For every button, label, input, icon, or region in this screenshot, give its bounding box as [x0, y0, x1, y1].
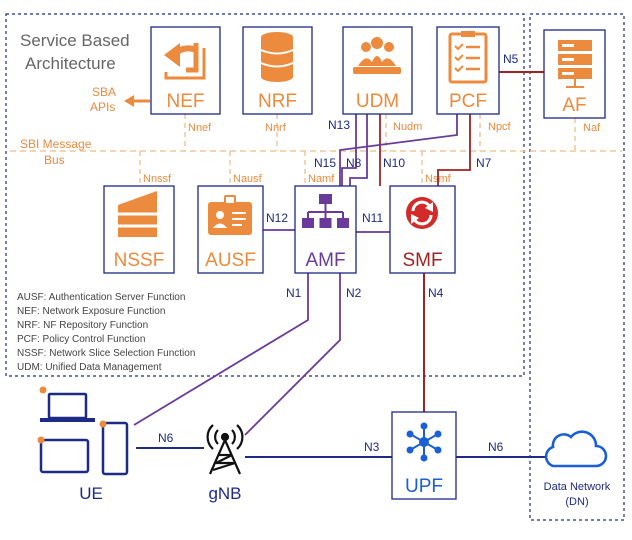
- server-icon: [558, 40, 592, 88]
- n13-label: N13: [328, 118, 350, 132]
- naf-label: Naf: [583, 122, 601, 134]
- sync-icon: [406, 197, 438, 229]
- ausf-label: AUSF: [205, 250, 256, 271]
- laptop-icon: [39, 386, 95, 422]
- smf-label: SMF: [402, 250, 442, 271]
- n3-label: N3: [364, 440, 380, 454]
- n5-label: N5: [503, 52, 519, 66]
- nef-label: NEF: [167, 91, 205, 112]
- nnrf-label: Nnrf: [265, 122, 287, 134]
- n2-label: N2: [346, 286, 362, 300]
- sbi-bus-label-line1: SBI Message: [20, 137, 92, 151]
- sba-title-line1: Service Based: [20, 31, 130, 50]
- legend: AUSF: Authentication Server Function NEF…: [17, 292, 195, 373]
- ausf-node[interactable]: AUSF: [197, 185, 264, 274]
- upf-label: UPF: [405, 476, 443, 497]
- amf-node[interactable]: AMF: [294, 185, 357, 274]
- nef-node[interactable]: NEF: [150, 26, 221, 115]
- legend-item: NRF: NF Repository Function: [17, 320, 148, 331]
- namf-label: Namf: [308, 173, 335, 185]
- gnb-label: gNB: [208, 484, 241, 503]
- sba-title-line2: Architecture: [25, 54, 116, 73]
- sba-apis-label-line1: SBA: [92, 85, 116, 99]
- udm-node[interactable]: UDM: [342, 26, 413, 115]
- legend-item: UDM: Unified Data Management: [17, 362, 162, 373]
- npcf-label: Npcf: [488, 121, 512, 133]
- sbi-bus-label-line2: Bus: [44, 153, 65, 167]
- n7-label: N7: [476, 156, 492, 170]
- smartphone-icon: [99, 420, 129, 476]
- n8-label: N8: [346, 156, 362, 170]
- sba-apis-label-line2: APIs: [90, 100, 115, 114]
- nrf-label: NRF: [258, 91, 297, 112]
- amf-label: AMF: [305, 250, 345, 271]
- n7-line: [437, 114, 471, 186]
- cloud-icon: [544, 430, 608, 468]
- pcf-label: PCF: [449, 91, 487, 112]
- udm-label: UDM: [356, 91, 399, 112]
- gnb-node[interactable]: gNB: [206, 424, 244, 503]
- n15-line: [339, 114, 458, 188]
- smf-node[interactable]: SMF: [389, 185, 456, 274]
- sba-boundary: [5, 13, 525, 377]
- nnef-label: Nnef: [188, 122, 212, 134]
- id-badge-icon: [208, 195, 252, 235]
- checklist-icon: [448, 31, 488, 84]
- legend-item: PCF: Policy Control Function: [17, 334, 145, 345]
- n10-label: N10: [383, 156, 405, 170]
- n2-line: [244, 272, 341, 436]
- cell-tower-icon: [206, 424, 244, 475]
- n12-label: N12: [266, 211, 288, 225]
- nausf-label: Nausf: [233, 173, 263, 185]
- hierarchy-icon: [302, 194, 349, 228]
- legend-item: NEF: Network Exposure Function: [17, 306, 165, 317]
- n6-dn-label: N6: [488, 440, 504, 454]
- n13-line: [341, 114, 357, 188]
- n6-ue-label: N6: [158, 431, 174, 445]
- sba-apis-arrowhead: [124, 95, 134, 107]
- nssf-node[interactable]: NSSF: [103, 185, 175, 274]
- upf-node[interactable]: UPF: [391, 411, 457, 500]
- tablet-icon: [37, 436, 90, 474]
- n1-label: N1: [286, 286, 302, 300]
- n11-label: N11: [362, 211, 383, 225]
- nnssf-label: Nnssf: [143, 173, 172, 185]
- cake-slice-icon: [118, 191, 157, 237]
- ue-label: UE: [79, 484, 103, 503]
- network-hub-icon: [406, 422, 442, 462]
- n1-line: [133, 272, 309, 426]
- nrf-node[interactable]: NRF: [242, 26, 313, 115]
- pcf-node[interactable]: PCF: [436, 26, 500, 115]
- legend-item: NSSF: Network Slice Selection Function: [17, 348, 195, 359]
- data-network-node[interactable]: Data Network (DN): [544, 430, 611, 508]
- database-icon: [260, 32, 294, 82]
- ue-node[interactable]: UE: [37, 386, 129, 504]
- af-node[interactable]: AF: [543, 29, 606, 119]
- af-label: AF: [562, 95, 586, 116]
- users-group-icon: [353, 37, 401, 74]
- share-arrow-icon: [164, 43, 206, 80]
- nssf-label: NSSF: [114, 250, 165, 271]
- nudm-label: Nudm: [393, 121, 422, 133]
- service-interface-lines: [139, 114, 576, 186]
- n4-label: N4: [428, 286, 444, 300]
- dn-label-line1: Data Network: [544, 481, 611, 493]
- legend-item: AUSF: Authentication Server Function: [17, 292, 185, 303]
- n15-label: N15: [314, 156, 336, 170]
- dn-label-line2: (DN): [565, 496, 588, 508]
